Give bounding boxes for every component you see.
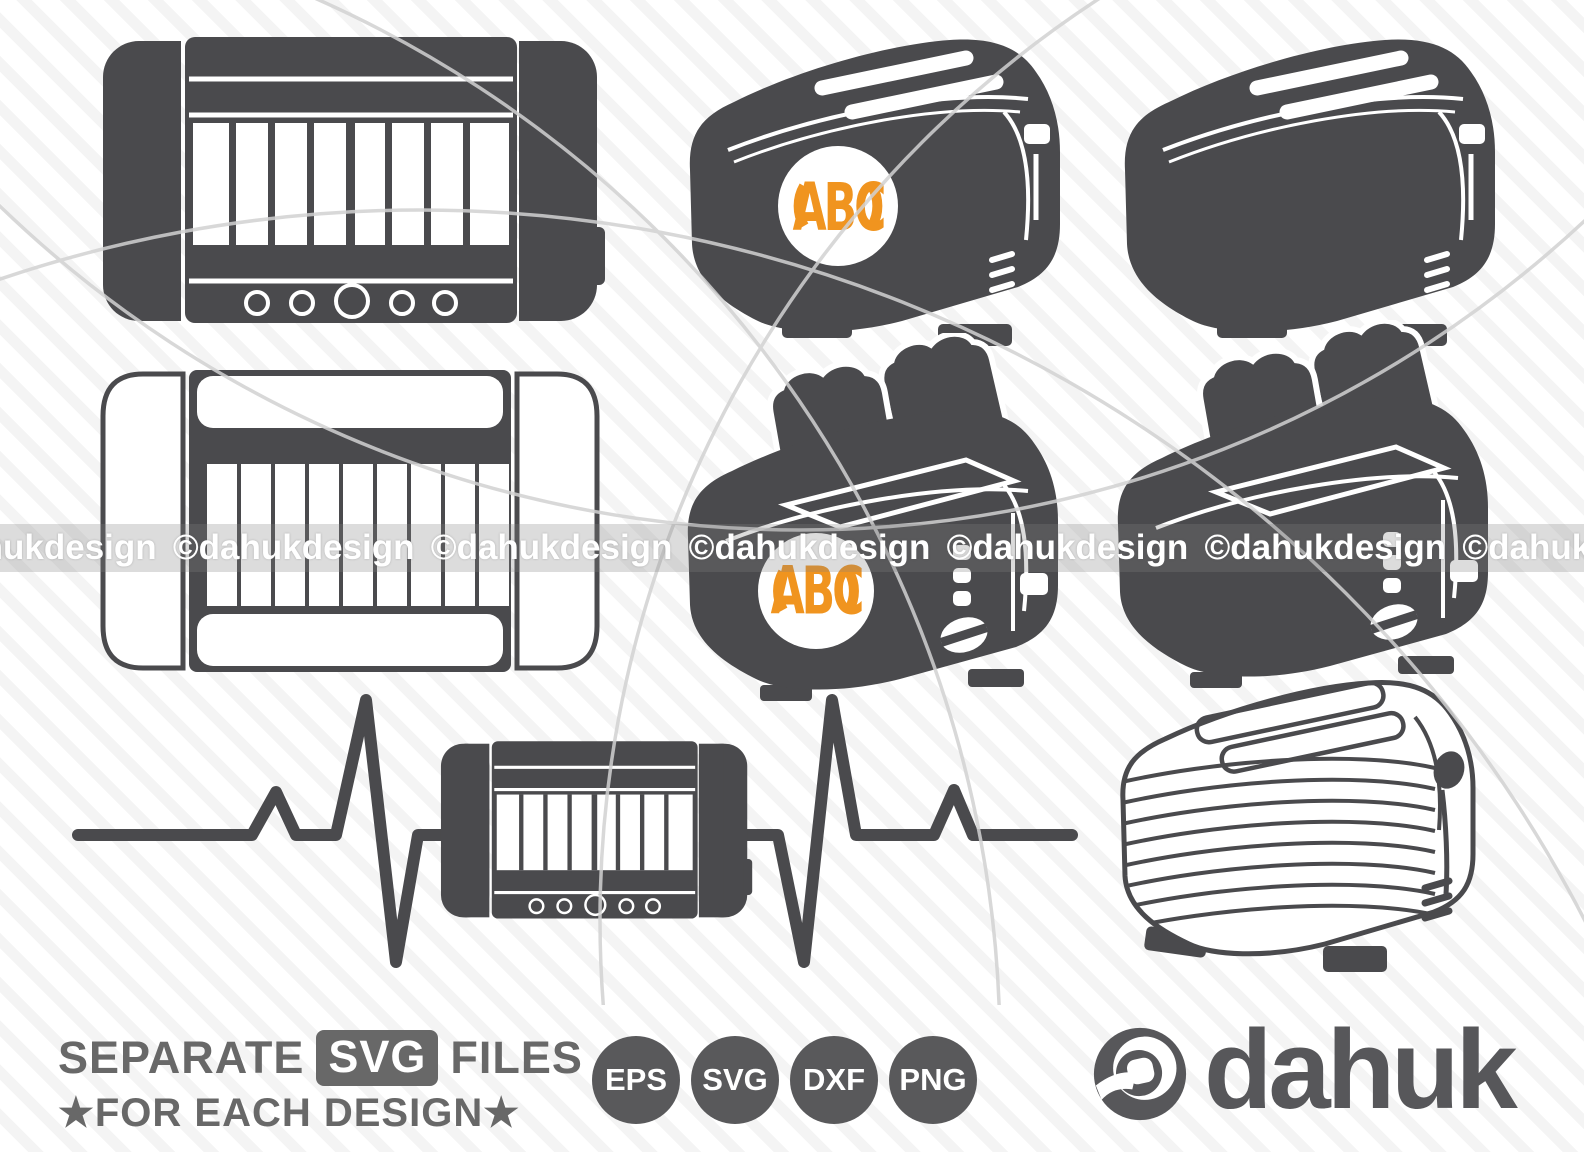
separate-svg-files-line: SEPARATE SVG FILES xyxy=(58,1030,583,1086)
retro-toaster-front-illustration xyxy=(103,37,605,323)
format-badges: EPS SVG DXF PNG xyxy=(592,1036,977,1124)
toaster-3d-plain-illustration xyxy=(1105,28,1505,353)
toaster-toast-plain-illustration xyxy=(1098,320,1498,690)
format-badge-svg: SVG xyxy=(691,1036,779,1124)
format-badge-eps: EPS xyxy=(592,1036,680,1124)
watermark-text: ©dahukdesign xyxy=(430,528,673,567)
svg-box-label: SVG xyxy=(316,1030,439,1086)
watermark-text: ©dahukdesign xyxy=(946,528,1189,567)
watermark-text: ©dahukdesign xyxy=(172,528,415,567)
toaster-3d-monogram-illustration: ABC xyxy=(689,39,1060,346)
circle-monogram: ABC xyxy=(778,146,898,266)
separate-label: SEPARATE xyxy=(58,1032,305,1083)
watermark-band: ©dahukdesign ©dahukdesign ©dahukdesign ©… xyxy=(0,524,1584,572)
watermark-text: ©dahukdesign xyxy=(688,528,931,567)
format-badge-dxf: DXF xyxy=(790,1036,878,1124)
format-badge-png: PNG xyxy=(889,1036,977,1124)
watermark-text: ©dahukdesign xyxy=(1204,528,1447,567)
brand-wordmark: dahuk xyxy=(1204,1007,1518,1132)
monogram-letters: ABC xyxy=(793,170,884,246)
toaster-outline-contours-illustration xyxy=(1120,680,1476,972)
watermark-text: ©dahukdesign xyxy=(0,528,157,567)
toaster-toast-monogram-illustration: ABC xyxy=(687,333,1058,701)
brand-lockup: dahuk xyxy=(1092,1014,1518,1126)
footer-info: SEPARATE SVG FILES ★FOR EACH DESIGN★ xyxy=(58,1030,583,1136)
for-each-design-line: ★FOR EACH DESIGN★ xyxy=(58,1091,521,1135)
retro-toaster-outline-illustration xyxy=(100,370,600,672)
files-label: FILES xyxy=(450,1032,583,1083)
heartbeat-toaster-illustration xyxy=(72,694,1078,968)
dahuk-logo-icon xyxy=(1093,1027,1187,1121)
watermark-text: ©dahukdesign xyxy=(1462,528,1584,567)
